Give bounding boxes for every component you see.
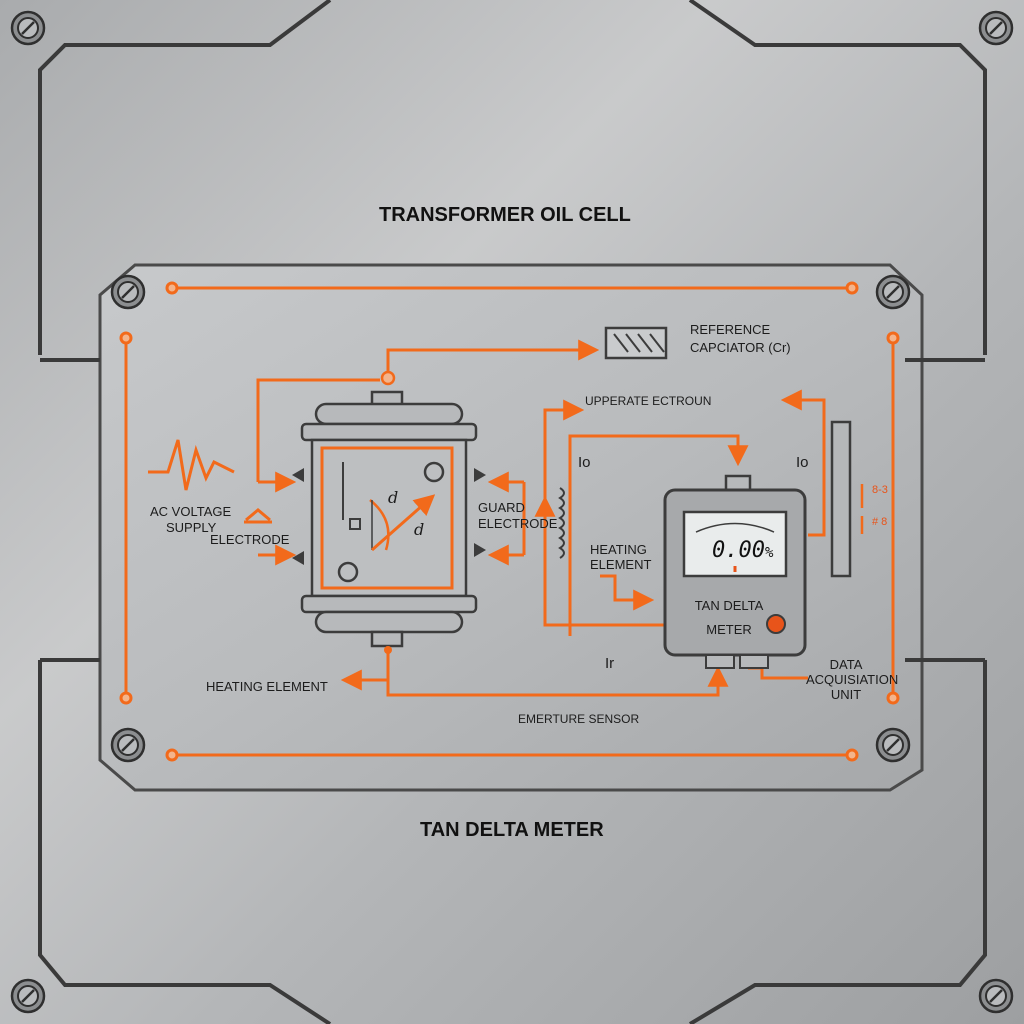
capacitor-icon xyxy=(604,326,668,360)
angle-label-2: d xyxy=(414,520,425,539)
ac-voltage-label-1: AC VOLTAGE xyxy=(150,504,232,519)
data-acquisition-label-2: ACQUISIATION xyxy=(806,672,899,687)
bottom-terminal-dot xyxy=(384,646,392,654)
bottom-title: TAN DELTA METER xyxy=(420,819,604,841)
screws xyxy=(10,10,1014,1014)
upper-electrode-label: UPPERATE ECTROUN xyxy=(585,394,712,408)
angle-label-1: d xyxy=(388,488,399,507)
oil-cell xyxy=(292,390,486,648)
heating-element-bottom-label: HEATING ELEMENT xyxy=(206,679,328,694)
reference-capacitor-label-2: CAPCIATOR (Cr) xyxy=(690,340,791,355)
heating-element-label-2: ELEMENT xyxy=(590,557,652,572)
screw-icon xyxy=(978,978,1014,1014)
ir-label: Ir xyxy=(605,655,615,672)
data-acquisition-label-1: DATA xyxy=(829,657,863,672)
border-wires xyxy=(124,286,895,757)
side-mark-2: # 8 xyxy=(872,516,888,528)
io-label-right: Io xyxy=(796,454,809,471)
tan-delta-meter-label-2: METER xyxy=(706,622,752,637)
guard-electrode-label-1: GUARD xyxy=(478,500,525,515)
electrode-label: ELECTRODE xyxy=(210,532,290,547)
io-label-left: Io xyxy=(578,454,591,471)
top-terminal-dot xyxy=(380,370,396,386)
side-mark-1: 8-3 xyxy=(872,484,888,496)
ac-waveform-icon xyxy=(148,439,272,524)
tan-delta-meter-label-1: TAN DELTA xyxy=(694,598,764,613)
cell-wires xyxy=(256,339,729,697)
screw-icon xyxy=(875,274,911,310)
temperature-sensor-label: EMERTURE SENSOR xyxy=(518,712,640,726)
screw-icon xyxy=(875,727,911,763)
indicator-led-icon xyxy=(766,614,786,634)
screw-icon xyxy=(110,274,146,310)
side-bar xyxy=(830,420,864,578)
screw-icon xyxy=(10,978,46,1014)
meter-reading: 0.00% xyxy=(712,538,774,563)
screw-icon xyxy=(10,10,46,46)
screw-icon xyxy=(978,10,1014,46)
border-terminals xyxy=(119,281,900,762)
heating-element-label-1: HEATING xyxy=(590,542,647,557)
outer-frame xyxy=(38,0,987,1024)
ac-voltage-label-2: SUPPLY xyxy=(166,520,217,535)
screw-icon xyxy=(110,727,146,763)
coil-icon xyxy=(558,487,565,559)
reference-capacitor-label-1: REFERENCE xyxy=(690,322,771,337)
center-wires xyxy=(534,389,826,680)
top-title: TRANSFORMER OIL CELL xyxy=(379,204,631,226)
guard-electrode-label-2: ELECTRODE xyxy=(478,516,558,531)
tan-delta-meter xyxy=(663,474,807,669)
data-acquisition-label-3: UNIT xyxy=(830,687,862,702)
